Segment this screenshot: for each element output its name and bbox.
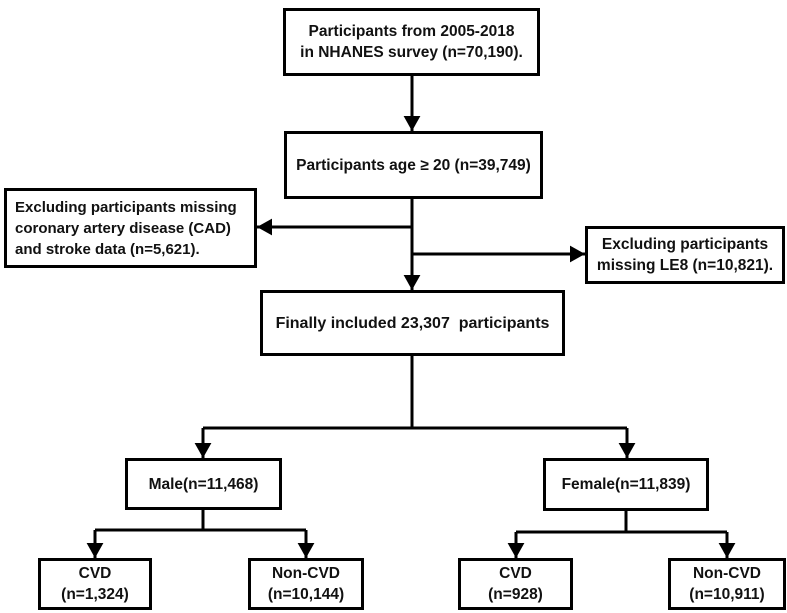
- node-female-noncvd: Non-CVD (n=10,911): [668, 558, 786, 610]
- node-line: missing LE8 (n=10,821).: [596, 257, 774, 274]
- node-female: Female(n=11,839): [543, 458, 709, 511]
- node-line: (n=10,144): [267, 586, 345, 603]
- node-exclude-le8: Excluding participants missing LE8 (n=10…: [585, 226, 785, 284]
- node-line: (n=1,324): [61, 586, 129, 603]
- node-line: CVD: [499, 565, 532, 582]
- node-line: (n=10,911): [689, 586, 765, 603]
- node-line: Male(n=11,468): [148, 475, 259, 493]
- node-line: Non-CVD: [271, 565, 341, 582]
- node-line: Participants from 2005-2018: [308, 23, 515, 40]
- node-line: and stroke data (n=5,621).: [15, 240, 200, 258]
- node-line: Participants age ≥ 20 (n=39,749): [296, 156, 531, 174]
- node-final-included: Finally included 23,307 participants: [260, 290, 565, 356]
- node-line: CVD: [78, 565, 112, 582]
- node-male: Male(n=11,468): [125, 458, 282, 510]
- node-male-cvd: CVD (n=1,324): [38, 558, 152, 610]
- node-male-noncvd: Non-CVD (n=10,144): [248, 558, 364, 610]
- node-line: Female(n=11,839): [561, 476, 691, 493]
- node-line: Excluding participants: [601, 236, 769, 253]
- node-line: Finally included 23,307 participants: [275, 314, 550, 332]
- node-line: Non-CVD: [692, 565, 762, 582]
- node-line: (n=928): [488, 586, 543, 603]
- node-nhanes-total: Participants from 2005-2018 in NHANES su…: [283, 8, 540, 76]
- node-exclude-cad-stroke: Excluding participants missing coronary …: [4, 188, 257, 268]
- node-line: Excluding participants missing: [15, 198, 237, 216]
- node-line: coronary artery disease (CAD): [15, 219, 231, 237]
- node-line: in NHANES survey (n=70,190).: [300, 44, 523, 61]
- node-female-cvd: CVD (n=928): [458, 558, 573, 610]
- node-age-filter: Participants age ≥ 20 (n=39,749): [284, 131, 543, 199]
